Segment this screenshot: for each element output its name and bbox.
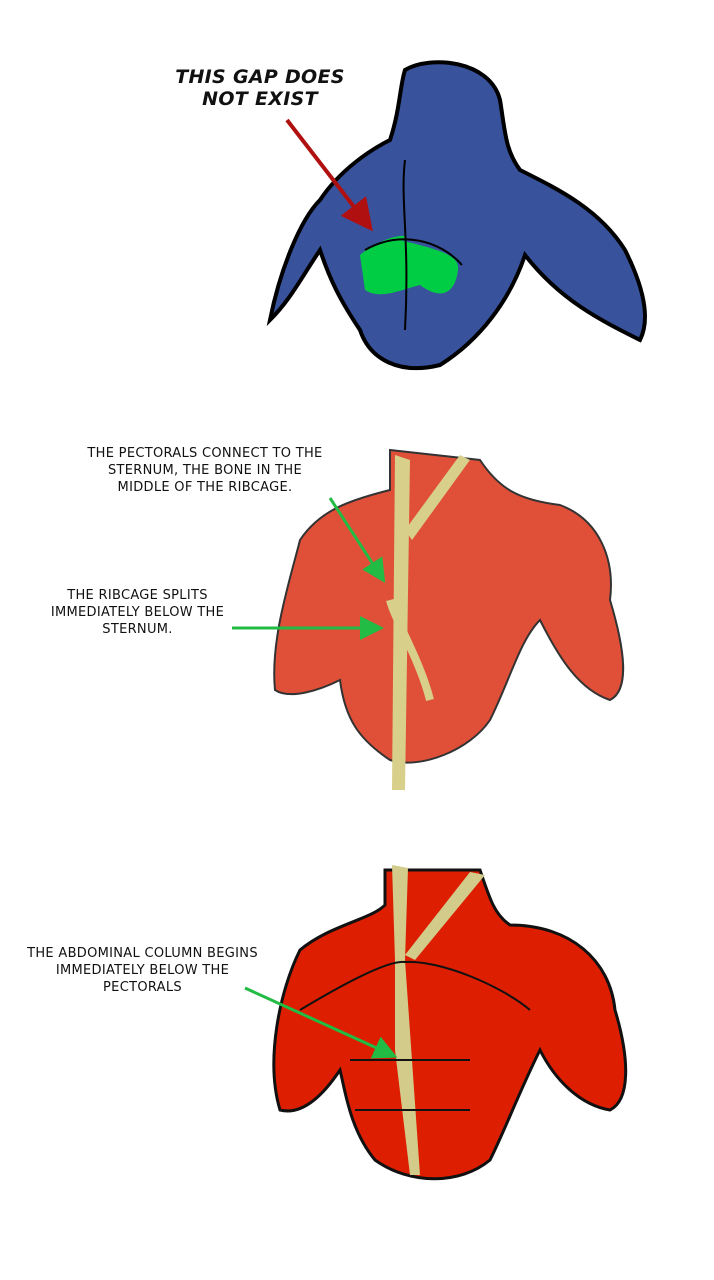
ribcage-caption: The ribcage splits immediately below the… xyxy=(50,588,225,637)
muscle-ribcage-figure xyxy=(273,448,625,790)
blue-torso-figure xyxy=(266,60,647,371)
red-muscle-figure xyxy=(272,865,628,1181)
abdominal-caption: The abdominal column begins immediately … xyxy=(27,946,258,995)
sternum-caption: The pectorals connect to the sternum, th… xyxy=(87,446,323,495)
green-arrow-abdominal xyxy=(244,986,398,1059)
gap-caption: This gap does not exist xyxy=(175,66,345,110)
red-arrow xyxy=(285,118,373,232)
gap-highlight xyxy=(360,235,459,295)
green-arrow-sternum xyxy=(328,497,386,584)
